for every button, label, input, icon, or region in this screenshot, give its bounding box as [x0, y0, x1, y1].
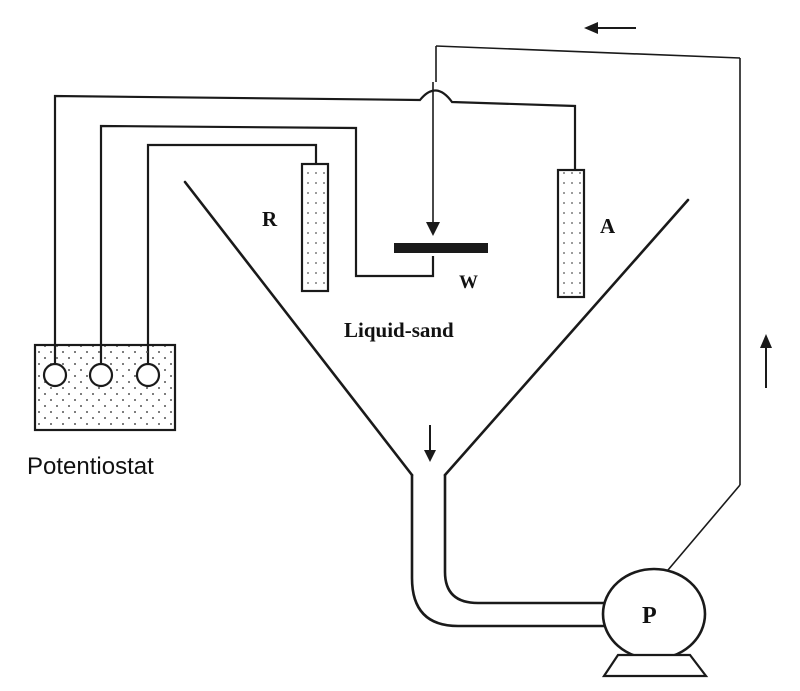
terminal-1: [42, 362, 68, 388]
potentiostat-label: Potentiostat: [27, 453, 154, 480]
funnel-cell: [183, 180, 690, 477]
auxiliary-label: A: [600, 214, 616, 238]
pump-discharge-line: [667, 484, 741, 571]
flow-arrows: [424, 22, 772, 462]
pump-label: P: [642, 603, 657, 629]
electrode-wires: [53, 89, 577, 372]
reference-electrode: R: [262, 162, 330, 293]
working-electrode-plate: [394, 243, 488, 253]
terminal-3: [135, 362, 161, 388]
medium-label: Liquid-sand: [344, 318, 454, 342]
pump-base: [601, 653, 709, 678]
return-line: [426, 45, 741, 571]
outlet-pipe-outer: [410, 473, 606, 628]
flow-arrow-up-icon: [760, 334, 772, 388]
impinging-arrow-icon: [426, 222, 440, 236]
reference-label: R: [262, 207, 278, 231]
flow-arrow-down-icon: [424, 425, 436, 462]
auxiliary-electrode-body: [556, 168, 586, 299]
auxiliary-electrode: A: [556, 168, 616, 299]
wire-working: [99, 124, 435, 372]
top-return-line: [435, 45, 741, 59]
flow-arrow-left-icon: [584, 22, 636, 34]
wire-reference: [146, 143, 318, 372]
working-label: W: [459, 272, 478, 293]
potentiostat-box: [33, 343, 177, 432]
wire-auxiliary: [53, 89, 577, 372]
reference-electrode-body: [300, 162, 330, 293]
working-electrode: W: [394, 243, 488, 293]
funnel-left-wall: [183, 180, 414, 477]
outlet-pipe-inner: [443, 473, 608, 605]
pump: P: [601, 567, 709, 678]
terminal-2: [88, 362, 114, 388]
outlet-pipe: [410, 473, 608, 628]
potentiostat: Potentiostat: [27, 343, 177, 480]
funnel-right-wall: [443, 198, 690, 477]
